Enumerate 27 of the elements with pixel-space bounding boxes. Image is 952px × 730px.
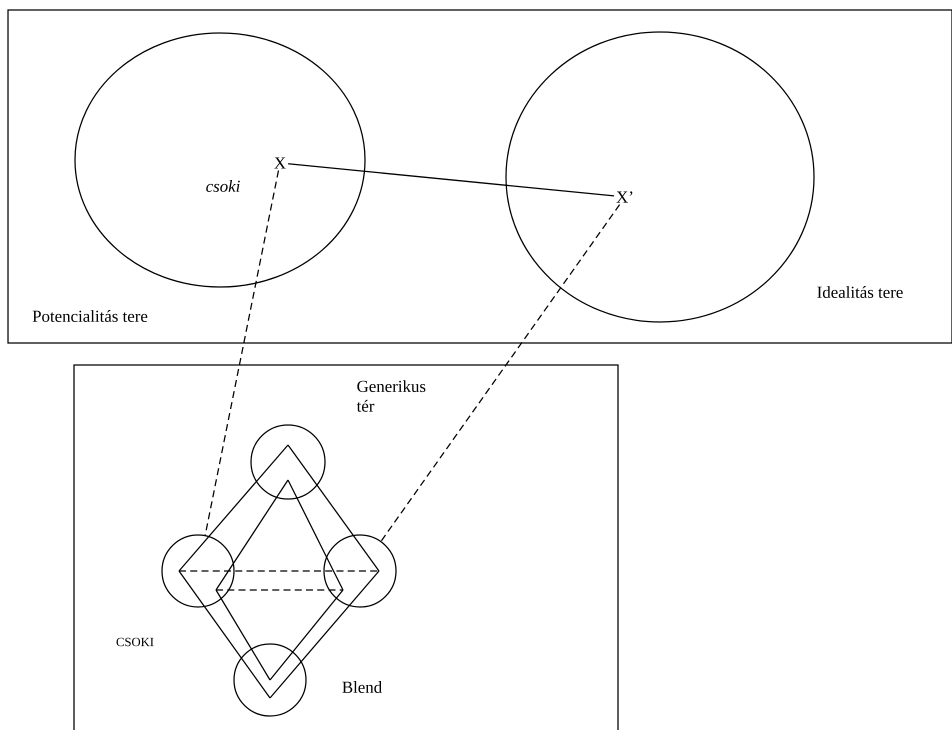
mapping-line [179, 570, 379, 572]
connector-line [270, 570, 380, 698]
mapping-line [380, 204, 620, 542]
space-label: Generikus tér [356, 380, 426, 412]
panel-frame [7, 9, 952, 344]
connector-line [215, 480, 289, 590]
space-label: Blend [342, 681, 382, 693]
connector-line [178, 444, 288, 572]
connector-line [270, 590, 344, 680]
panel-frame [73, 364, 619, 730]
space-ellipse [505, 31, 815, 323]
space-label: Idealitás tere [817, 286, 903, 298]
space-label: CSOKI [116, 638, 154, 646]
mapping-line [216, 589, 343, 591]
mapping-line [204, 170, 280, 536]
connector-line [288, 163, 614, 197]
point-label: X’ [616, 191, 632, 203]
connector-line [215, 590, 271, 680]
connector-line [178, 570, 271, 698]
connector-line [287, 480, 344, 590]
connector-line [288, 444, 380, 572]
space-circle [161, 534, 235, 608]
point-label: X [274, 157, 286, 169]
space-circle [323, 534, 397, 608]
space-circle [233, 643, 307, 717]
space-label: Potencialitás tere [32, 310, 148, 322]
space-circle [250, 424, 326, 500]
